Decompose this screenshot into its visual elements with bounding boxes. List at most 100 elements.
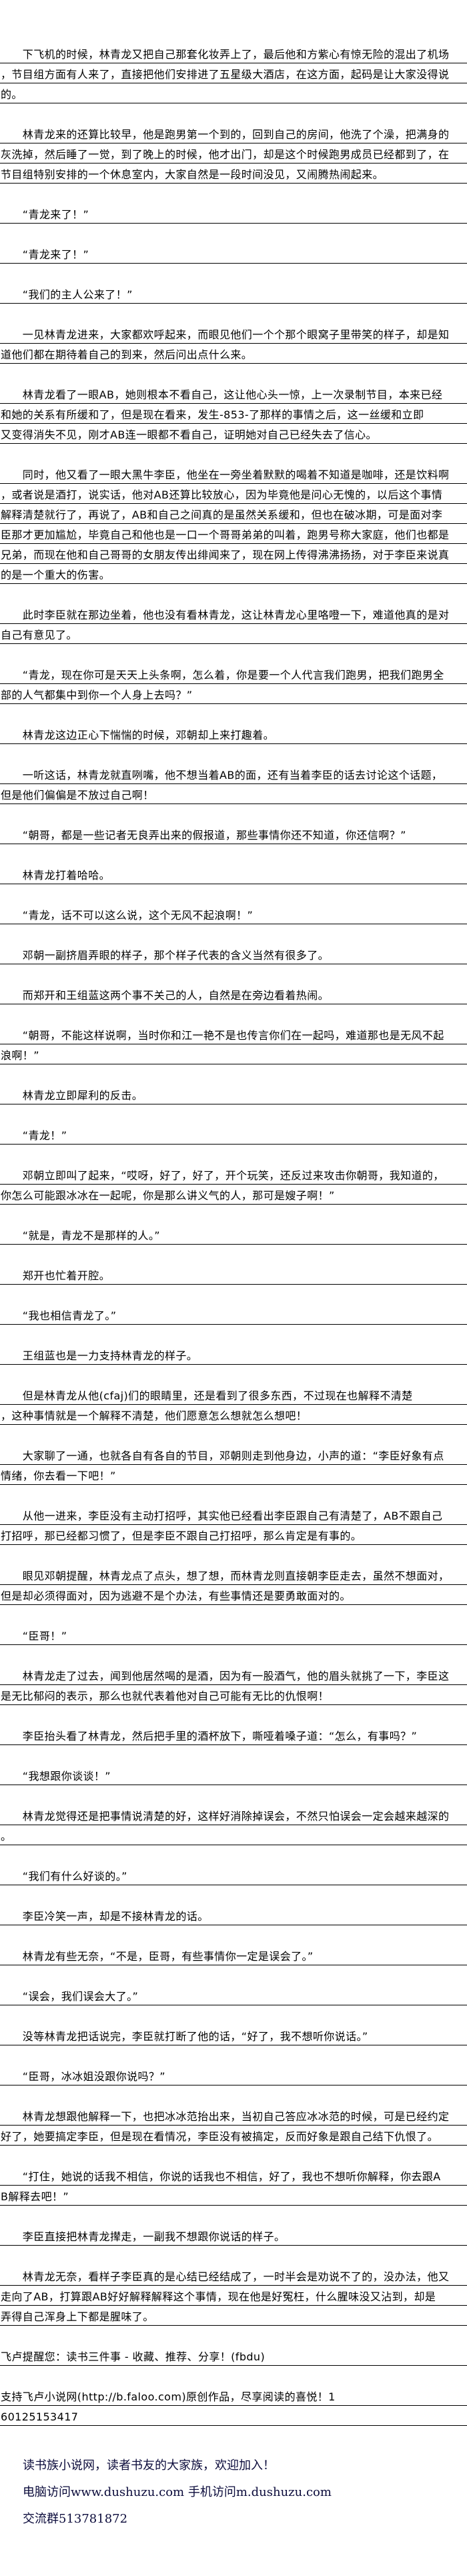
text-line: 没等林青龙把话说完，李臣就打断了他的话，“好了，我不想听你说话。”	[0, 2025, 467, 2045]
text-line: 又变得消失不见，刚才AB连一眼都不看自己，证明她对自己已经失去了信心。	[0, 424, 467, 444]
text-line: 打招呼，那已经都习惯了，但是李臣不跟自己打招呼，那么肯定是有事的。	[0, 1525, 467, 1545]
paragraph: 林青龙立即犀利的反击。	[0, 1084, 467, 1104]
text-line: 60125153417	[0, 2406, 467, 2426]
text-line: 但是林青龙从他(cfaj)们的眼睛里，还是看到了很多东西，不过现在也解释不清楚	[0, 1385, 467, 1405]
text-line: 但是却必须得面对，因为逃避不是个办法，有些事情还是要勇敢面对的。	[0, 1585, 467, 1605]
text-line: 是无比郁闷的表示，那么也就代表着他对自己可能有无比的仇恨啊！	[0, 1685, 467, 1705]
paragraph: “我也相信青龙了。”	[0, 1305, 467, 1325]
paragraph: 林青龙来的还算比较早，他是跑男第一个到的，回到自己的房间，他洗了个澡，把满身的灰…	[0, 123, 467, 184]
text-line: 林青龙想跟他解释一下，也把冰冰范抬出来，当初自己答应冰冰范的时候，可是已经约定	[0, 2106, 467, 2126]
text-line: 林青龙来的还算比较早，他是跑男第一个到的，回到自己的房间，他洗了个澡，把满身的	[0, 123, 467, 143]
text-line: 下飞机的时候，林青龙又把自己那套化妆弄上了，最后他和方紫心有惊无险的混出了机场	[0, 43, 467, 63]
text-line: 灰洗掉，然后睡了一觉，到了晚上的时候，他才出门，却是这个时候跑男成员已经都到了，…	[0, 143, 467, 164]
text-line: “我也相信青龙了。”	[0, 1305, 467, 1325]
paragraph: 同时，他又看了一眼大黑牛李臣，他坐在一旁坐着默默的喝着不知道是咖啡，还是饮料啊，…	[0, 464, 467, 584]
paragraph: 大家聊了一通，也就各自有各自的节目，邓朝则走到他身边，小声的道：“李臣好象有点情…	[0, 1445, 467, 1485]
footer-site-links: 电脑访问www.dushuzu.com 手机访问m.dushuzu.com	[23, 2485, 332, 2499]
text-line: 同时，他又看了一眼大黑牛李臣，他坐在一旁坐着默默的喝着不知道是咖啡，还是饮料啊	[0, 464, 467, 484]
text-line: 林青龙觉得还是把事情说清楚的好，这样好消除掉误会，不然只怕误会一定会越来越深的	[0, 1805, 467, 1825]
text-line: 部的人气都集中到你一个人身上去吗？”	[0, 684, 467, 704]
paragraph: “朝哥，不能这样说啊，当时你和江一艳不是也传言你们在一起吗，难道那也是无风不起浪…	[0, 1024, 467, 1064]
text-line: 。	[0, 1825, 467, 1845]
text-line: ，或者说是酒打，说实话，他对AB还算比较放心，因为毕竟他是问心无愧的，以后这个事…	[0, 484, 467, 504]
text-line: 李臣抬头看了林青龙，然后把手里的酒杯放下，嘶哑着嗓子道：“怎么，有事吗？”	[0, 1725, 467, 1745]
text-line: 弄得自己浑身上下都是腥味了。	[0, 2306, 467, 2326]
paragraph: “就是，青龙不是那样的人。”	[0, 1225, 467, 1245]
paragraph: “误会，我们误会大了。”	[0, 1985, 467, 2005]
paragraph: “青龙来了！”	[0, 244, 467, 264]
paragraph: 下飞机的时候，林青龙又把自己那套化妆弄上了，最后他和方紫心有惊无险的混出了机场，…	[0, 43, 467, 103]
text-line: 林青龙走了过去，闻到他居然喝的是酒，因为有一股酒气，他的眉头就挑了一下，李臣这	[0, 1665, 467, 1685]
text-line: 飞卢提醒您：读书三件事 - 收藏、推荐、分享！(fbdu)	[0, 2346, 467, 2366]
text-line: 李臣直接把林青龙撵走，一副我不想跟你说话的样子。	[0, 2226, 467, 2246]
paragraph: 此时李臣就在那边坐着，他也没有看林青龙，这让林青龙心里咯噔一下，难道他真的是对自…	[0, 604, 467, 644]
footer-group-number: 交流群513781872	[23, 2512, 128, 2526]
paragraph: 林青龙打着哈哈。	[0, 864, 467, 884]
paragraph: “朝哥，都是一些记者无良弄出来的假报道，那些事情你还不知道，你还信啊？”	[0, 824, 467, 844]
text-line: “青龙，现在你可是天天上头条啊，怎么着，你是要一个人代言我们跑男，把我们跑男全	[0, 664, 467, 684]
paragraph: 李臣冷笑一声，却是不接林青龙的话。	[0, 1905, 467, 1925]
text-line: 和她的关系有所缓和了，但是现在看来，发生-853-了那样的事情之后，这一丝缓和立…	[0, 404, 467, 424]
text-line: 邓朝立即叫了起来，“哎呀，好了，好了，开个玩笑，还反过来攻击你朝哥，我知道的，	[0, 1165, 467, 1185]
text-line: 但是他们偏偏是不放过自己啊！	[0, 784, 467, 804]
paragraph: 林青龙这边正心下惴惴的时候，邓朝却上来打趣着。	[0, 724, 467, 744]
paragraph: 邓朝一副挤眉弄眼的样子，那个样子代表的含义当然有很多了。	[0, 944, 467, 964]
text-line: “青龙来了！”	[0, 244, 467, 264]
paragraph: 一听这话，林青龙就直咧嘴，他不想当着AB的面，还有当着李臣的话去讨论这个话题，但…	[0, 764, 467, 804]
paragraph: “臣哥！”	[0, 1625, 467, 1645]
paragraph: “臣哥，冰冰姐没跟你说吗？”	[0, 2065, 467, 2085]
text-line: 臣那才更加尴尬，毕竟自己和他也是一口一个哥哥弟弟的叫着，跑男号称大家庭，他们也都…	[0, 524, 467, 544]
paragraph: 李臣抬头看了林青龙，然后把手里的酒杯放下，嘶哑着嗓子道：“怎么，有事吗？”	[0, 1725, 467, 1745]
paragraph: 林青龙觉得还是把事情说清楚的好，这样好消除掉误会，不然只怕误会一定会越来越深的。	[0, 1805, 467, 1845]
text-line: 林青龙这边正心下惴惴的时候，邓朝却上来打趣着。	[0, 724, 467, 744]
paragraph: 李臣直接把林青龙撵走，一副我不想跟你说话的样子。	[0, 2226, 467, 2246]
paragraph: “我想跟你谈谈！”	[0, 1765, 467, 1785]
text-line: ，这种事情就是一个解释不清楚，他们愿意怎么想就怎么想吧！	[0, 1405, 467, 1425]
paragraph: 飞卢提醒您：读书三件事 - 收藏、推荐、分享！(fbdu)	[0, 2346, 467, 2366]
text-line: “朝哥，不能这样说啊，当时你和江一艳不是也传言你们在一起吗，难道那也是无风不起	[0, 1024, 467, 1044]
text-line: “我们有什么好谈的。”	[0, 1865, 467, 1885]
text-line: ，节目组方面有人来了，直接把他们安排进了五星级大酒店，在这方面，起码是让大家没得…	[0, 63, 467, 83]
text-line: 李臣冷笑一声，却是不接林青龙的话。	[0, 1905, 467, 1925]
paragraph: “青龙，现在你可是天天上头条啊，怎么着，你是要一个人代言我们跑男，把我们跑男全部…	[0, 664, 467, 704]
paragraph: 林青龙看了一眼AB，她则根本不看自己，这让他心头一惊，上一次录制节目，本来已经和…	[0, 384, 467, 444]
text-line: 支持飞卢小说网(http://b.faloo.com)原创作品，尽享阅读的喜悦！…	[0, 2386, 467, 2406]
text-line: 林青龙立即犀利的反击。	[0, 1084, 467, 1104]
text-line: “我们的主人公来了！”	[0, 284, 467, 304]
paragraph: 林青龙有些无奈，“不是，臣哥，有些事情你一定是误会了。”	[0, 1945, 467, 1965]
text-line: “臣哥，冰冰姐没跟你说吗？”	[0, 2065, 467, 2085]
paragraph: 而郑开和王组蓝这两个事不关己的人，自然是在旁边看着热闹。	[0, 984, 467, 1004]
text-line: 道他们都在期待着自己的到来，然后问出点什么来。	[0, 344, 467, 364]
text-line: 解释清楚就行了，再说了，AB和自己之间真的是虽然关系缓和，但也在破冰期，可是面对…	[0, 504, 467, 524]
paragraph: 没等林青龙把话说完，李臣就打断了他的话，“好了，我不想听你说话。”	[0, 2025, 467, 2045]
paragraph: 邓朝立即叫了起来，“哎呀，好了，好了，开个玩笑，还反过来攻击你朝哥，我知道的，你…	[0, 1165, 467, 1205]
site-footer: 读书族小说网，读者书友的大家族，欢迎加入！ 电脑访问www.dushuzu.co…	[0, 2453, 467, 2533]
paragraph: 王组蓝也是一力支持林青龙的样子。	[0, 1345, 467, 1365]
text-line: 节目组特别安排的一个休息室内，大家自然是一段时间没见，又闹腾热闹起来。	[0, 164, 467, 184]
text-line: 王组蓝也是一力支持林青龙的样子。	[0, 1345, 467, 1365]
text-line: 大家聊了一通，也就各自有各自的节目，邓朝则走到他身边，小声的道：“李臣好象有点	[0, 1445, 467, 1465]
paragraph: “我们的主人公来了！”	[0, 284, 467, 304]
text-line: 你怎么可能跟冰冰在一起呢，你是那么讲义气的人，那可是嫂子啊！”	[0, 1185, 467, 1205]
text-line: “青龙！”	[0, 1124, 467, 1145]
text-line: “青龙，话不可以这么说，这个无风不起浪啊！”	[0, 904, 467, 924]
paragraph: 一见林青龙进来，大家都欢呼起来，而眼见他们一个个那个眼窝子里带笑的样子，却是知道…	[0, 324, 467, 364]
paragraph: 郑开也忙着开腔。	[0, 1265, 467, 1285]
paragraph: 林青龙想跟他解释一下，也把冰冰范抬出来，当初自己答应冰冰范的时候，可是已经约定好…	[0, 2106, 467, 2146]
text-line: “朝哥，都是一些记者无良弄出来的假报道，那些事情你还不知道，你还信啊？”	[0, 824, 467, 844]
paragraph: “青龙来了！”	[0, 204, 467, 224]
text-line: 一见林青龙进来，大家都欢呼起来，而眼见他们一个个那个眼窝子里带笑的样子，却是知	[0, 324, 467, 344]
text-line: B解释去吧！”	[0, 2186, 467, 2206]
text-line: 的是一个重大的伤害。	[0, 564, 467, 584]
paragraph: “青龙！”	[0, 1124, 467, 1145]
paragraph: 从他一进来，李臣没有主动打招呼，其实他已经看出李臣跟自己有清楚了，AB不跟自己打…	[0, 1505, 467, 1545]
text-line: “青龙来了！”	[0, 204, 467, 224]
text-line: 一听这话，林青龙就直咧嘴，他不想当着AB的面，还有当着李臣的话去讨论这个话题，	[0, 764, 467, 784]
text-line: “打住，她说的话我不相信，你说的话我也不相信，好了，我也不想听你解释，你去跟A	[0, 2166, 467, 2186]
text-line: 浪啊！”	[0, 1044, 467, 1064]
chapter-text: 下飞机的时候，林青龙又把自己那套化妆弄上了，最后他和方紫心有惊无险的混出了机场，…	[0, 43, 467, 2426]
paragraph: “青龙，话不可以这么说，这个无风不起浪啊！”	[0, 904, 467, 924]
paragraph: 但是林青龙从他(cfaj)们的眼睛里，还是看到了很多东西，不过现在也解释不清楚，…	[0, 1385, 467, 1425]
text-line: 此时李臣就在那边坐着，他也没有看林青龙，这让林青龙心里咯噔一下，难道他真的是对	[0, 604, 467, 624]
